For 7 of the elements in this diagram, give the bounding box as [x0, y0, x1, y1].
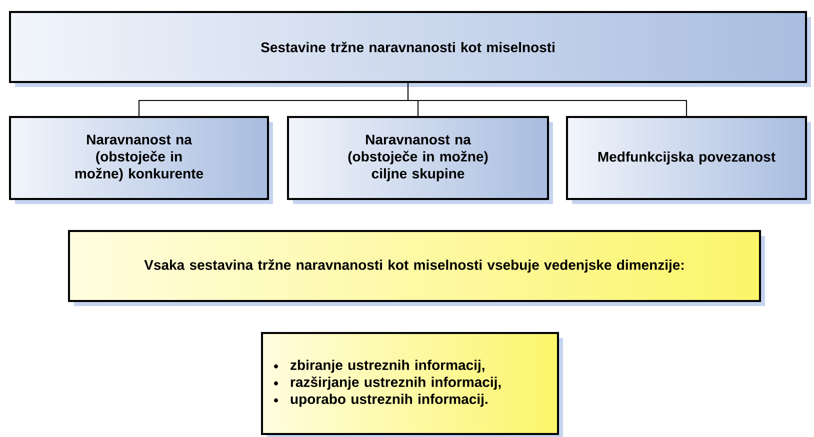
bullet-list-box: zbiranje ustreznih informacij, razširjanje ustreznih informacij, uporabo ustreznih informacij.	[261, 332, 563, 437]
process-box: Sestavine tržne naravnanosti kot miselnosti	[9, 11, 811, 87]
process-box: Medfunkcijska povezanost	[566, 116, 811, 204]
process-box: Naravnanost na (obstoječe in možne) konkurente	[9, 116, 273, 204]
process-box: Naravnanost na (obstoječe in možne) ciljne skupine	[287, 116, 553, 204]
connector	[408, 82, 687, 116]
process-box: Vsaka sestavina tržne naravnanosti kot miselnosti vsebuje vedenjske dimenzije:	[68, 230, 765, 306]
